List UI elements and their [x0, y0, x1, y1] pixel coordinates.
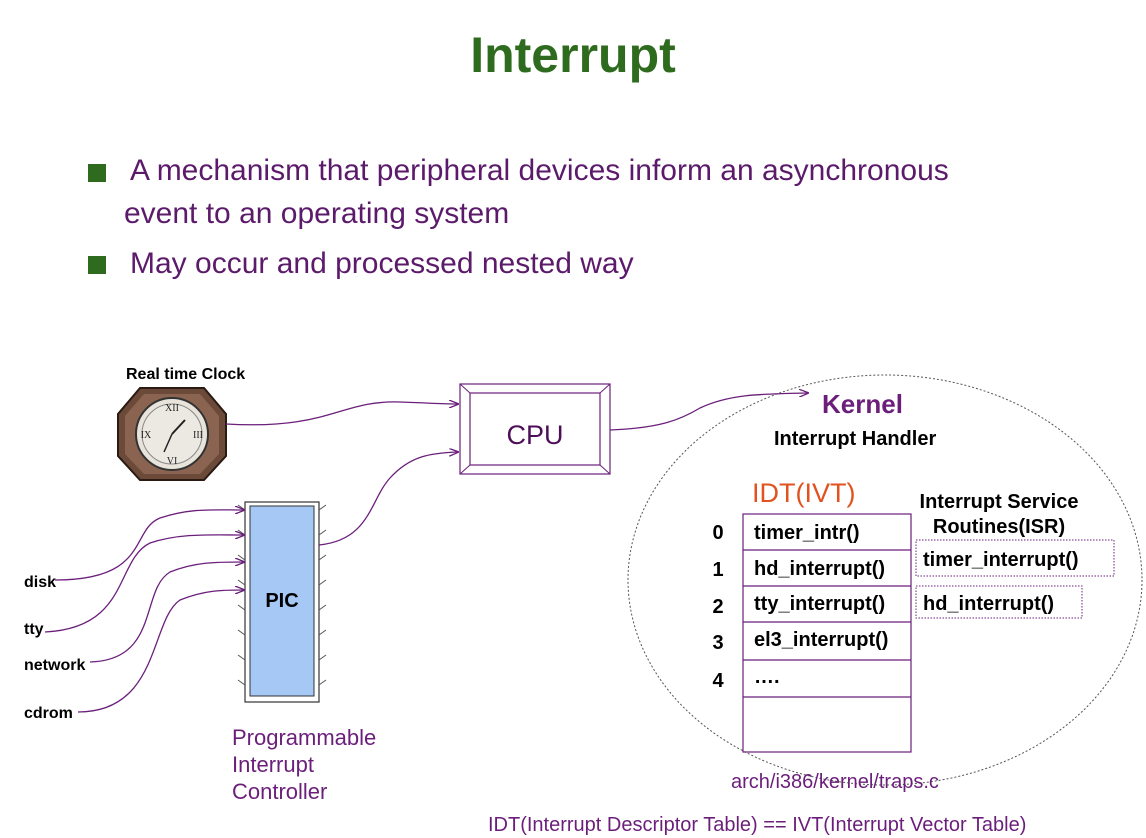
cpu-box [459, 383, 611, 475]
device-cdrom: cdrom [24, 705, 73, 722]
bullet-marker [88, 256, 106, 274]
kernel-title: Kernel [822, 389, 903, 419]
idt-entry: hd_interrupt() [754, 558, 886, 580]
idt-entry: el3_interrupt() [754, 629, 889, 651]
idt-table [742, 513, 912, 753]
clock-to-cpu-arrow [225, 402, 458, 426]
bullet-1-line-1: A mechanism that peripheral devices info… [130, 154, 949, 187]
idt-title: IDT(IVT) [752, 478, 856, 508]
pic-box [237, 501, 327, 703]
cpu-to-kernel-arrow [609, 393, 808, 431]
bullet-marker [88, 164, 106, 182]
pic-caption-line-1: Programmable [232, 725, 377, 750]
bullet-2-line-1: May occur and processed nested way [130, 247, 634, 280]
cdrom-to-pic-arrow [77, 590, 244, 713]
pic-to-cpu-arrow [318, 452, 458, 546]
idt-index: 1 [712, 559, 724, 581]
tty-to-pic-arrow [44, 535, 244, 633]
svg-text:IX: IX [141, 430, 152, 441]
isr-title: Interrupt Service Routines(ISR) [906, 490, 1092, 540]
svg-text:XII: XII [165, 403, 179, 414]
pic-label: PIC [265, 590, 299, 612]
interrupt-handler-label: Interrupt Handler [774, 428, 937, 450]
isr-title-line-2: Routines(ISR) [932, 516, 1066, 538]
pic-caption: Programmable Interrupt Controller [232, 724, 376, 805]
isr-title-line-1: Interrupt Service [919, 491, 1079, 513]
network-to-pic-arrow [89, 562, 244, 663]
idt-index: 3 [712, 632, 724, 654]
clock-icon: XII III VI IX [117, 387, 227, 481]
isr-entry-hd: hd_interrupt() [923, 593, 1055, 615]
disk-to-pic-arrow [54, 510, 244, 581]
svg-text:III: III [193, 430, 203, 441]
device-tty: tty [24, 621, 44, 638]
bullet-1-line-2: event to an operating system [124, 197, 510, 230]
isr-entry-timer: timer_interrupt() [923, 549, 1079, 571]
idt-index: 0 [712, 522, 724, 544]
pic-caption-line-2: Interrupt [232, 752, 314, 777]
idt-entry: tty_interrupt() [754, 593, 886, 615]
page-title: Interrupt [470, 27, 676, 83]
clock-label: Real time Clock [126, 366, 246, 383]
kernel-ellipse [627, 374, 1143, 786]
cpu-label: CPU [506, 420, 564, 450]
source-file-label: arch/i386/kernel/traps.c [731, 771, 939, 793]
svg-text:VI: VI [167, 456, 178, 467]
isr-box-timer [915, 539, 1115, 577]
pic-caption-line-3: Controller [232, 779, 328, 804]
idt-entry: …. [754, 666, 780, 688]
idt-index: 4 [712, 670, 724, 692]
device-network: network [24, 657, 86, 674]
idt-index: 2 [712, 596, 724, 618]
device-disk: disk [24, 574, 57, 591]
idt-entry: timer_intr() [754, 522, 860, 544]
footer-note: IDT(Interrupt Descriptor Table) == IVT(I… [488, 814, 1027, 836]
